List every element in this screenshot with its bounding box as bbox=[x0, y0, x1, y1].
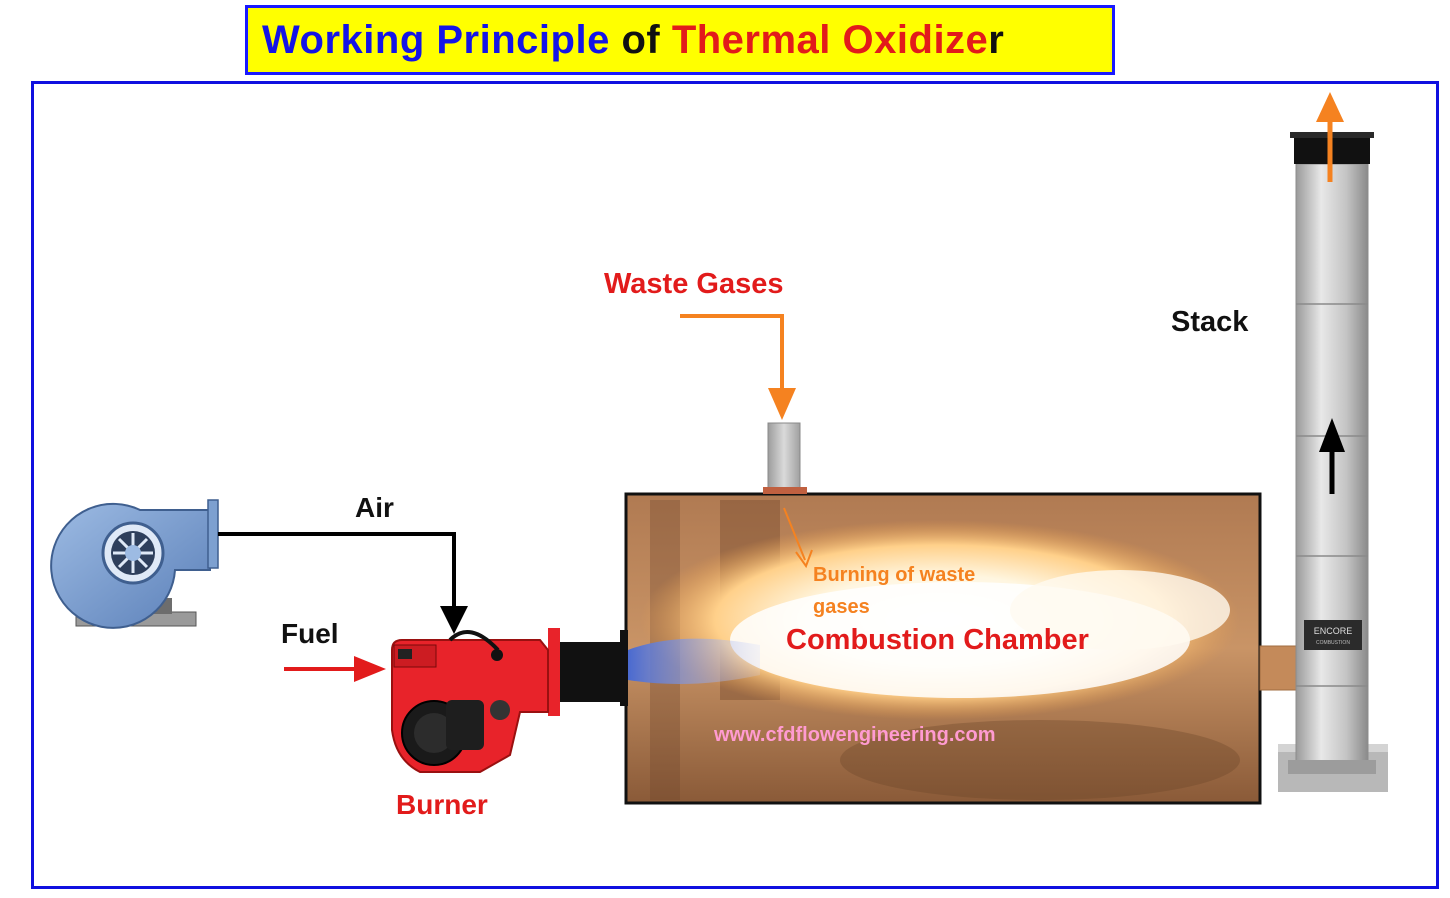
burning-pointer-head bbox=[795, 549, 813, 569]
label-waste-gases: Waste Gases bbox=[604, 268, 784, 300]
title-part-thermal-oxidize: Thermal Oxidize bbox=[671, 17, 989, 62]
air-blower-fan bbox=[50, 499, 219, 629]
stack-brand-subtitle: COMBUSTION bbox=[1316, 640, 1350, 646]
title-part-r: r bbox=[988, 17, 1005, 62]
combustion-chamber bbox=[620, 492, 1262, 805]
label-burning-line1: Burning of waste bbox=[813, 564, 976, 586]
stack-up-arrowhead bbox=[1319, 418, 1345, 452]
fuel-arrowhead bbox=[354, 656, 386, 682]
title-banner: Working Principle of Thermal Oxidize r bbox=[245, 5, 1115, 75]
label-fuel: Fuel bbox=[281, 618, 339, 649]
label-air: Air bbox=[355, 492, 394, 523]
label-website-watermark: www.cfdflowengineering.com bbox=[714, 724, 996, 746]
waste-gases-arrowhead bbox=[768, 388, 796, 420]
waste-gases-arrow-line bbox=[680, 314, 784, 394]
stack-brand-name: ENCORE bbox=[1314, 626, 1353, 636]
burning-pointer-line bbox=[783, 507, 806, 561]
title-part-working-principle: Working Principle bbox=[262, 17, 610, 62]
label-combustion-chamber: Combustion Chamber bbox=[786, 624, 1089, 656]
diagram-frame bbox=[31, 81, 1439, 889]
inlet-flange bbox=[763, 487, 807, 494]
label-burning-line2: gases bbox=[813, 596, 870, 618]
label-burner: Burner bbox=[396, 789, 488, 820]
air-flow-line bbox=[218, 532, 456, 618]
label-stack: Stack bbox=[1171, 306, 1249, 338]
title-part-of: of bbox=[609, 17, 672, 62]
exhaust-arrowhead bbox=[1316, 92, 1344, 122]
waste-gas-inlet-pipe bbox=[767, 422, 801, 492]
burner-unit bbox=[391, 628, 628, 773]
air-arrowhead bbox=[440, 606, 468, 634]
